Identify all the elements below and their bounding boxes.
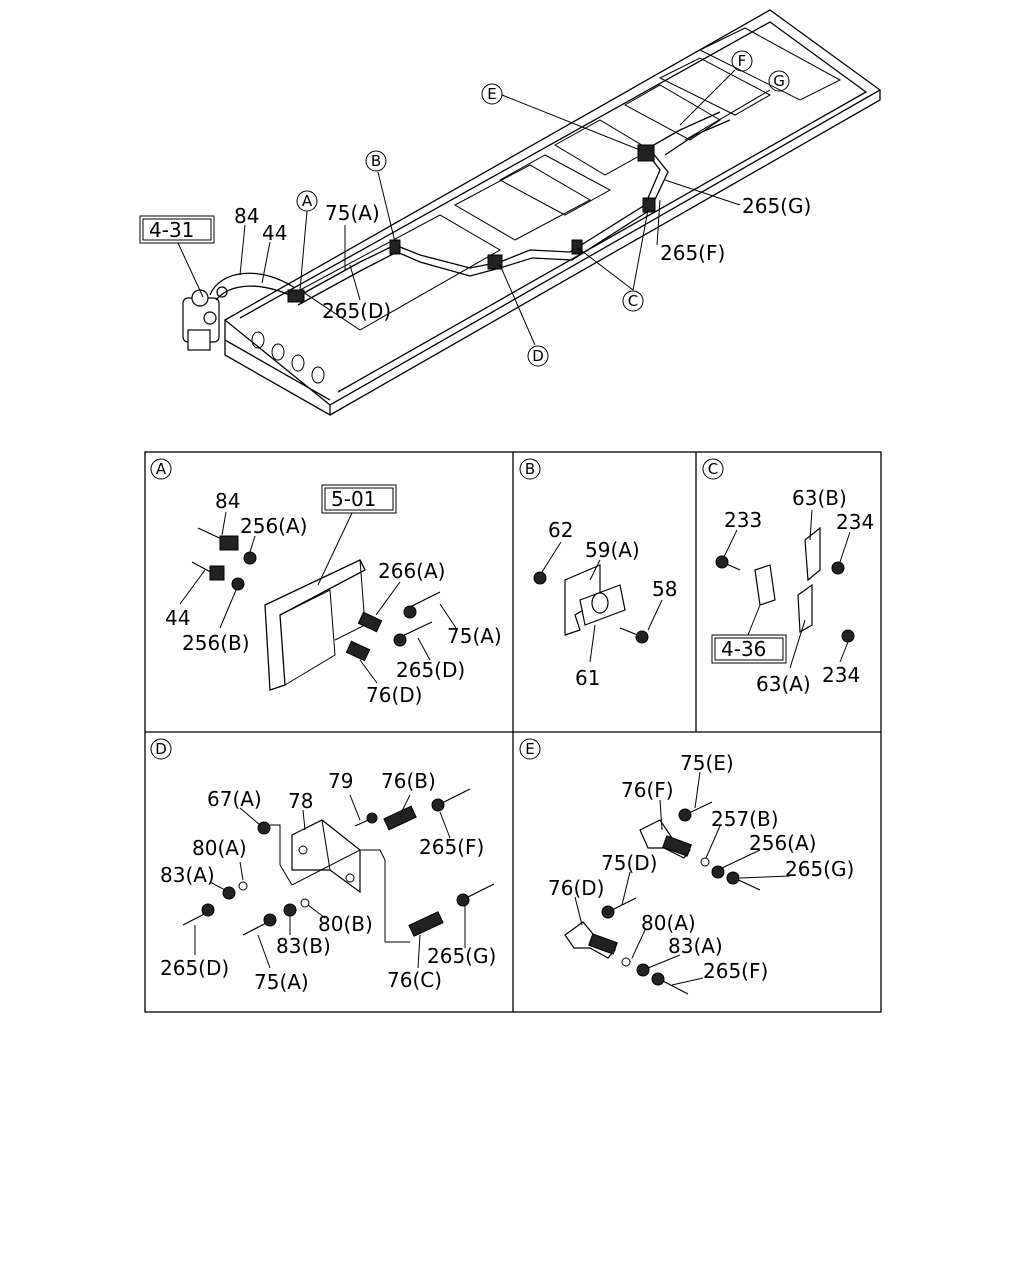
panel-d-letter: D <box>155 740 167 758</box>
panel-b-label-59a: 59(A) <box>585 538 640 562</box>
panel-b-label-61: 61 <box>575 666 600 690</box>
svg-text:B: B <box>371 152 381 170</box>
panel-e-label-76d: 76(D) <box>548 876 604 900</box>
panel-a-label-265d: 265(D) <box>396 658 465 682</box>
panel-b-label-62: 62 <box>548 518 573 542</box>
panel-d-label-67a: 67(A) <box>207 787 262 811</box>
panel-b: B 62 59(A) 58 61 <box>519 458 677 690</box>
panel-c-label-234-bottom: 234 <box>822 663 860 687</box>
panel-d: D 79 76(B) 67(A) 78 <box>150 738 496 994</box>
overview-label-265g: 265(G) <box>742 194 811 218</box>
panel-d-label-76b: 76(B) <box>381 769 436 793</box>
panel-d-label-75a: 75(A) <box>254 970 309 994</box>
ref-4-31-label: 4-31 <box>149 218 194 242</box>
overview-leaders <box>177 69 771 346</box>
hose-84 <box>209 272 296 296</box>
panel-a-label-256b: 256(B) <box>182 631 250 655</box>
panel-a-label-44: 44 <box>165 606 190 630</box>
callout-e: E <box>481 83 503 105</box>
panel-c-label-63b: 63(B) <box>792 486 847 510</box>
callout-d: D <box>527 345 549 367</box>
svg-text:E: E <box>487 85 496 103</box>
callout-g: G <box>768 70 790 92</box>
panel-a-label-256a: 256(A) <box>240 514 307 538</box>
panel-a-label-266a: 266(A) <box>378 559 445 583</box>
panel-d-label-83b: 83(B) <box>276 934 331 958</box>
panel-e-label-257b: 257(B) <box>711 807 779 831</box>
ref-box-4-31: 4-31 <box>139 215 215 244</box>
overview-label-84: 84 <box>234 204 259 228</box>
panel-e-label-265g: 265(G) <box>785 857 854 881</box>
callout-f: F <box>731 50 753 72</box>
panel-a-label-76d: 76(D) <box>366 683 422 707</box>
panel-c-label-63a: 63(A) <box>756 672 811 696</box>
overview-label-44: 44 <box>262 221 287 245</box>
callout-a: A <box>296 190 318 212</box>
panel-e-label-83a: 83(A) <box>668 934 723 958</box>
panel-d-label-265g: 265(G) <box>427 944 496 968</box>
overview-label-265f: 265(F) <box>660 241 725 265</box>
chassis-overview: 4-31 84 44 75(A) 265(D) 265(G) 265(F) A … <box>139 9 882 417</box>
panel-e-label-256a: 256(A) <box>749 831 816 855</box>
panel-a-letter: A <box>156 460 167 478</box>
panel-c-letter: C <box>708 460 718 478</box>
panel-d-label-78: 78 <box>288 789 313 813</box>
panel-d-label-265d: 265(D) <box>160 956 229 980</box>
panel-d-label-79: 79 <box>328 769 353 793</box>
panel-a-label-75a: 75(A) <box>447 624 502 648</box>
svg-text:G: G <box>773 72 785 90</box>
detail-grid <box>144 451 882 1013</box>
panel-d-label-80a: 80(A) <box>192 836 247 860</box>
panel-d-label-76c: 76(C) <box>387 968 442 992</box>
panel-e-label-76f: 76(F) <box>621 778 674 802</box>
panel-d-label-80b: 80(B) <box>318 912 373 936</box>
panel-d-label-265f: 265(F) <box>419 835 484 859</box>
panel-e-label-75d: 75(D) <box>601 851 657 875</box>
svg-text:A: A <box>302 192 313 210</box>
panel-b-label-58: 58 <box>652 577 677 601</box>
panel-e: E 75(E) 76(F) 257(B) 256(A) 75(D) 265(G)… <box>519 738 854 995</box>
clamp-fittings <box>287 144 656 303</box>
panel-e-label-265f: 265(F) <box>703 959 768 983</box>
svg-text:D: D <box>532 347 544 365</box>
overview-label-75a: 75(A) <box>325 201 380 225</box>
hose-44 <box>215 285 301 301</box>
panel-d-label-83a: 83(A) <box>160 863 215 887</box>
panel-c-label-233: 233 <box>724 508 762 532</box>
ref-5-01-label: 5-01 <box>331 487 376 511</box>
panel-e-label-80a: 80(A) <box>641 911 696 935</box>
panel-a-label-84: 84 <box>215 489 240 513</box>
svg-text:C: C <box>628 292 638 310</box>
callout-c: C <box>622 290 644 312</box>
callout-b: B <box>365 150 387 172</box>
panel-e-letter: E <box>525 740 534 758</box>
panel-c: C 4-36 63(B) 233 234 63(A) 234 <box>702 458 874 696</box>
panel-b-letter: B <box>525 460 535 478</box>
ref-4-36-label: 4-36 <box>721 637 766 661</box>
panel-a: A 5-01 84 256(A) 266(A) 44 256(B) 75(A) <box>150 458 502 707</box>
steering-gear-box <box>182 286 228 351</box>
panel-e-label-75e: 75(E) <box>680 751 734 775</box>
panel-c-label-234-top: 234 <box>836 510 874 534</box>
overview-label-265d: 265(D) <box>322 299 391 323</box>
svg-text:F: F <box>738 52 747 70</box>
